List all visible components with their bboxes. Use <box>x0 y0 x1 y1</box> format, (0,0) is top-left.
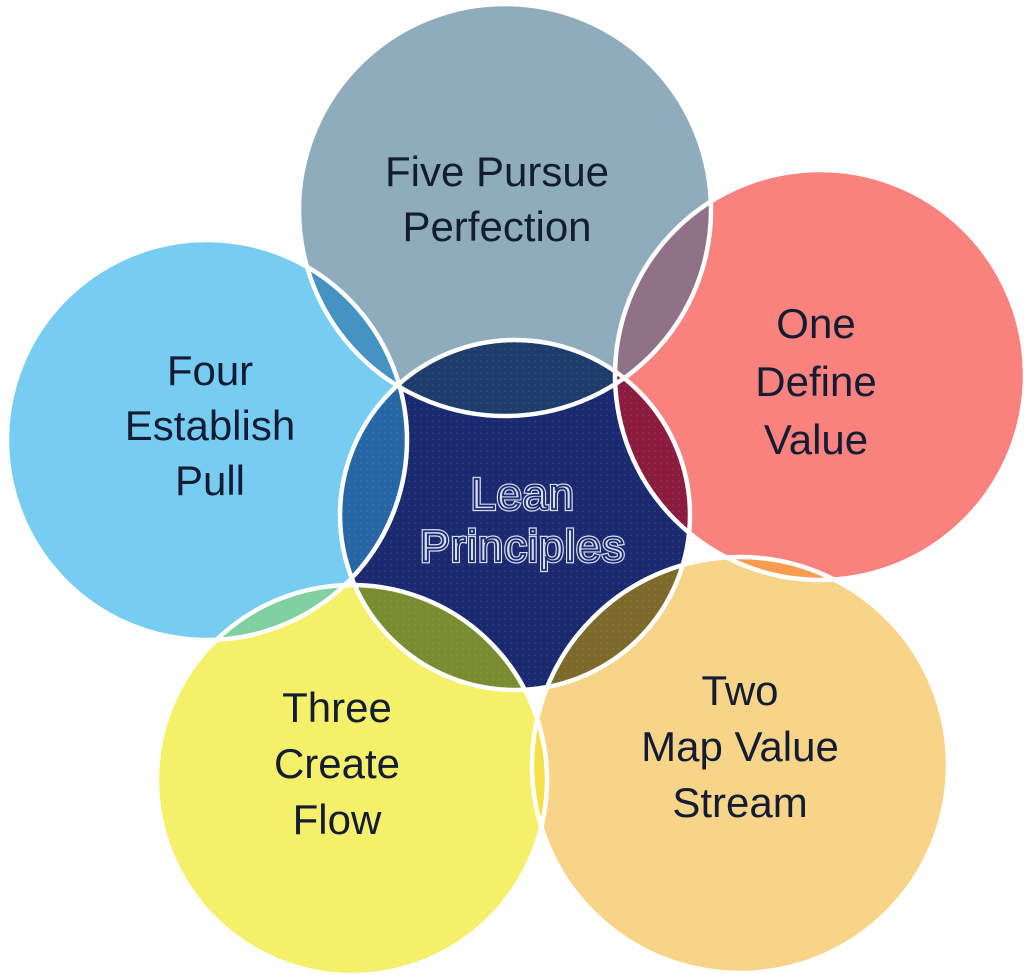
label-five-line2: Perfection <box>402 203 591 250</box>
label-four-line2: Establish <box>125 402 295 449</box>
outline-circle-two <box>529 554 951 975</box>
label-four-line1: Four <box>167 347 253 394</box>
circle-labels: Five Pursue Perfection One Define Value … <box>125 148 877 843</box>
center-label-inline-pass: Lean Principles <box>419 469 626 572</box>
center-label-lean: Lean <box>471 470 575 519</box>
label-one-line1: One <box>776 300 855 347</box>
label-three-line3: Flow <box>293 796 382 843</box>
label-three-line1: Three <box>282 684 392 731</box>
center-label-lean-outline: Lean <box>471 470 575 519</box>
label-one-line2: Define <box>755 358 876 405</box>
center-label-principles: Principles <box>420 522 626 571</box>
label-two-line3: Stream <box>672 779 807 826</box>
circle-outlines <box>4 1 1024 975</box>
center-label-outline-pass: Lean Principles <box>418 468 626 573</box>
label-four-line3: Pull <box>175 457 245 504</box>
circle-five-pursue-perfection <box>299 4 711 416</box>
circle-two-map-value-stream <box>532 557 948 973</box>
circle-four-establish-pull <box>7 240 407 640</box>
label-two-line1: Two <box>701 667 778 714</box>
outer-circles <box>7 4 1024 975</box>
label-three-line2: Create <box>274 740 400 787</box>
label-two-line2: Map Value <box>641 723 839 770</box>
outline-circle-five <box>296 1 714 419</box>
center-label: Lean Principles Lean Principles <box>418 468 626 573</box>
outline-circle-four <box>4 237 410 643</box>
outline-circle-center <box>337 337 693 693</box>
label-one-line3: Value <box>764 416 868 463</box>
outline-circle-one <box>612 167 1024 583</box>
circle-one-define-value <box>615 170 1024 580</box>
center-label-principles-outline: Principles <box>420 522 626 571</box>
outline-circle-three <box>154 582 550 975</box>
label-five-line1: Five Pursue <box>385 148 609 195</box>
circle-three-create-flow <box>157 585 547 975</box>
